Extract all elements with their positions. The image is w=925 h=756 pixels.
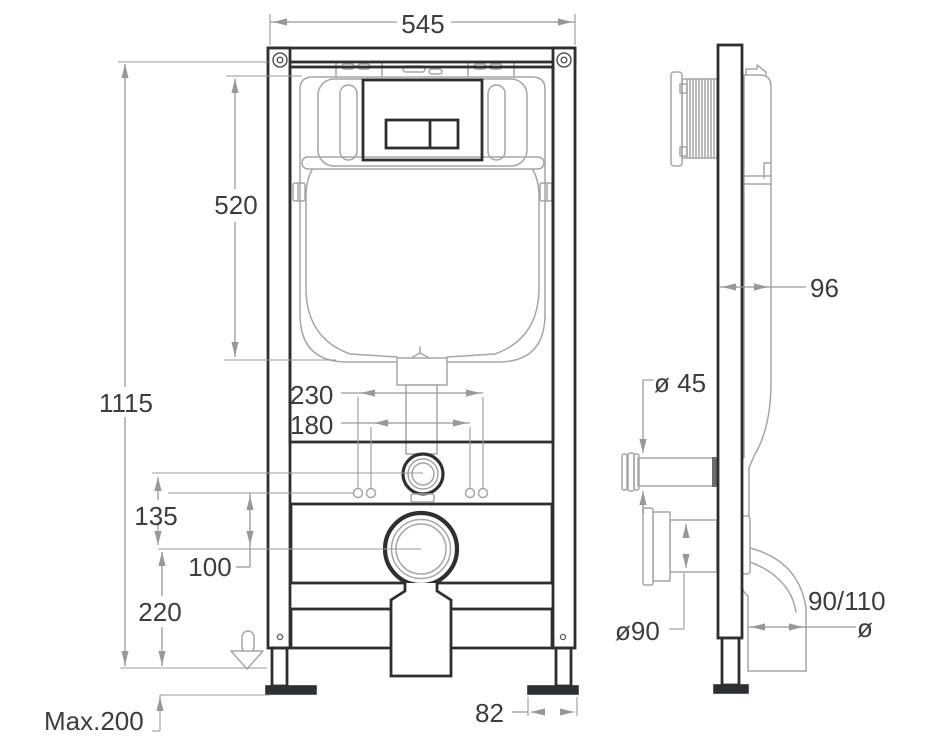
screw-icon <box>272 52 288 68</box>
dim-82-label: 82 <box>475 698 504 728</box>
dim-inlet-diameter: ø 45 <box>639 368 706 514</box>
dim-bolt-offset: 100 <box>188 493 254 582</box>
dim-180-label: 180 <box>290 410 333 440</box>
support-legs <box>265 633 579 695</box>
mounting-frame <box>266 46 577 650</box>
dim-100-label: 100 <box>188 552 231 582</box>
dim-230-label: 230 <box>290 380 333 410</box>
inlet-pipe-side <box>621 452 718 492</box>
fixing-bolts <box>352 397 489 499</box>
dim-fixing-outer: 230 <box>290 380 483 410</box>
water-inlet <box>152 452 445 503</box>
bellows-sleeve <box>670 71 718 167</box>
dim-total-width: 545 <box>269 9 576 45</box>
flush-pipe <box>396 357 448 455</box>
right-foot-plate <box>527 685 579 695</box>
dim-diameter-symbol-label: ø <box>857 613 873 643</box>
dim-90-110-label: 90/110 <box>808 586 886 616</box>
flush-buttons <box>384 118 460 150</box>
floor-level-icon <box>230 630 264 670</box>
dim-inlet-offset: 135 <box>134 477 178 545</box>
frame-left-rail <box>266 46 292 650</box>
dim-545-label: 545 <box>401 9 444 39</box>
plate-housing <box>317 78 528 167</box>
side-foot-plate <box>713 684 749 694</box>
dim-cistern-height: 520 <box>214 75 336 361</box>
frame-right-rail <box>551 46 577 650</box>
dim-drain-height: 220 <box>138 552 182 666</box>
cistern-tank <box>292 56 553 363</box>
dim-max-adjustment: Max.200 <box>44 667 270 736</box>
dim-96-label: 96 <box>810 273 839 303</box>
dim-max200-label: Max.200 <box>44 706 144 736</box>
frame-top-bar <box>266 46 577 64</box>
drain-pipe <box>389 583 453 678</box>
flush-plate <box>361 78 484 162</box>
drain-socket-side <box>642 507 718 586</box>
screw-icon <box>556 52 572 68</box>
dim-220-label: 220 <box>138 597 181 627</box>
dim-outlet-diameter: 90/110 ø <box>748 586 886 643</box>
outlet-elbow <box>735 515 807 672</box>
dim-o90-label: ø90 <box>615 616 660 646</box>
front-view: 545 520 1115 230 <box>44 9 579 736</box>
dim-total-height: 1115 <box>99 61 268 666</box>
cistern-profile <box>739 64 772 518</box>
dim-135-label: 135 <box>134 501 177 531</box>
dim-520-label: 520 <box>214 190 257 220</box>
dim-drain-diameter: ø90 <box>615 524 690 646</box>
side-view: 96 ø 45 ø90 90/110 ø <box>615 43 886 694</box>
dim-1115-label: 1115 <box>99 388 153 418</box>
frame-opening <box>288 65 555 444</box>
dim-fixing-inner: 180 <box>290 410 470 440</box>
dim-frame-depth: 96 <box>719 273 839 303</box>
dim-foot-width: 82 <box>475 697 578 728</box>
left-foot-plate <box>265 685 317 695</box>
side-frame-profile <box>713 43 749 694</box>
dim-o45-label: ø 45 <box>654 368 706 398</box>
